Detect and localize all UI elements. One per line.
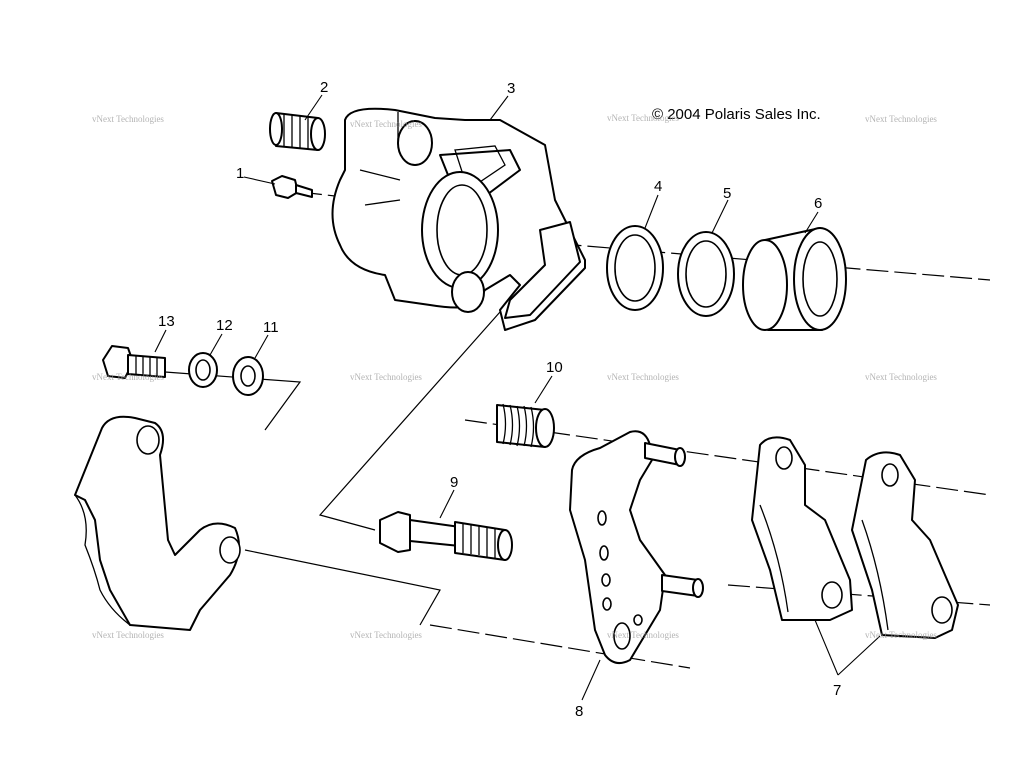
watermark: vNext Technologies bbox=[607, 113, 679, 123]
part-13-bolt bbox=[102, 345, 166, 379]
part-5-seal bbox=[677, 231, 735, 317]
callout-5: 5 bbox=[723, 185, 731, 202]
watermark: vNext Technologies bbox=[350, 630, 422, 640]
callout-1: 1 bbox=[236, 165, 244, 182]
part-1-bleeder-screw bbox=[271, 175, 313, 199]
callout-9: 9 bbox=[450, 474, 458, 491]
watermark: vNext Technologies bbox=[607, 630, 679, 640]
watermark: vNext Technologies bbox=[92, 114, 164, 124]
watermark: vNext Technologies bbox=[350, 119, 422, 129]
watermark: vNext Technologies bbox=[865, 114, 937, 124]
callout-13: 13 bbox=[158, 313, 175, 330]
part-8-bracket-plate bbox=[569, 430, 704, 665]
part-12-lock-washer bbox=[188, 352, 218, 388]
part-4-seal bbox=[606, 225, 664, 311]
watermark: vNext Technologies bbox=[865, 372, 937, 382]
part-10-spring bbox=[496, 403, 555, 448]
watermark: vNext Technologies bbox=[92, 630, 164, 640]
callout-7: 7 bbox=[833, 682, 841, 699]
callout-4: 4 bbox=[654, 178, 662, 195]
callout-6: 6 bbox=[814, 195, 822, 212]
watermark: vNext Technologies bbox=[92, 372, 164, 382]
part-3-caliper-body bbox=[331, 107, 586, 331]
part-6-piston bbox=[742, 227, 847, 331]
callout-12: 12 bbox=[216, 317, 233, 334]
part-7-brake-pad-right bbox=[851, 451, 959, 639]
callout-2: 2 bbox=[320, 79, 328, 96]
callout-11: 11 bbox=[263, 319, 279, 336]
part-11-washer bbox=[232, 356, 264, 396]
callout-labels: 1 2 3 4 5 6 7 8 9 10 11 12 13 bbox=[158, 79, 841, 720]
callout-leaders bbox=[154, 94, 881, 701]
callout-8: 8 bbox=[575, 703, 583, 720]
watermarks: vNext Technologies vNext Technologies vN… bbox=[92, 113, 937, 640]
callout-10: 10 bbox=[546, 359, 563, 376]
copyright-notice: © 2004 Polaris Sales Inc. bbox=[652, 106, 821, 123]
callout-3: 3 bbox=[507, 80, 515, 97]
watermark: vNext Technologies bbox=[865, 630, 937, 640]
watermark: vNext Technologies bbox=[607, 372, 679, 382]
part-7-brake-pad-left bbox=[751, 436, 853, 621]
mounting-bracket bbox=[74, 415, 241, 631]
part-9-slide-pin bbox=[379, 511, 513, 561]
part-2-bleeder-cap bbox=[269, 112, 326, 151]
watermark: vNext Technologies bbox=[350, 372, 422, 382]
